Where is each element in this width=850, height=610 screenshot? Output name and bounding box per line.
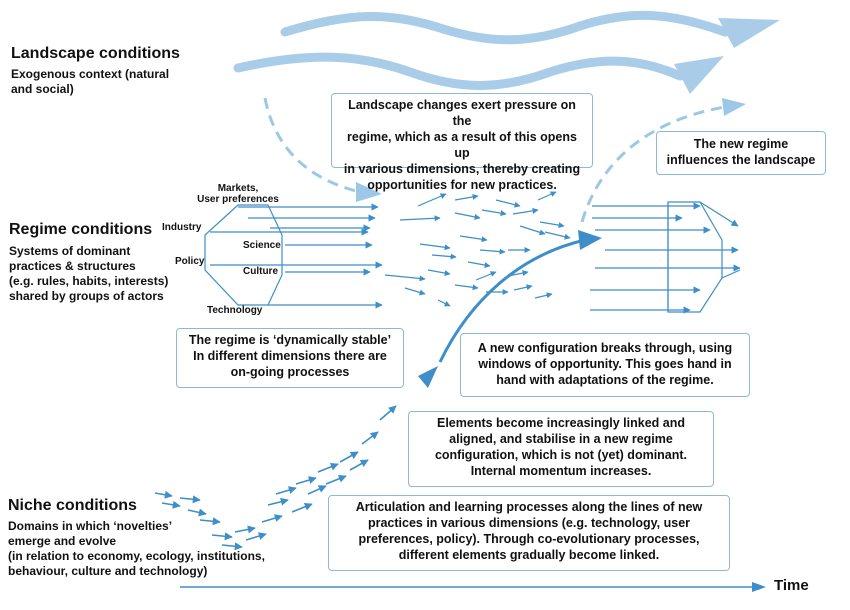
regime-desc-line: Systems of dominant	[9, 244, 131, 258]
dimension-science-label: Science	[243, 240, 281, 251]
callout-articulation: Articulation and learning processes alon…	[328, 495, 730, 571]
regime-description: Systems of dominant practices & structur…	[9, 244, 168, 304]
landscape-wave-upper	[280, 10, 730, 45]
callout-line: influences the landscape	[666, 153, 816, 167]
old-regime-hexagon	[204, 204, 283, 306]
callout-line: aligned, and stabilise in a new regime	[449, 432, 673, 446]
niche-title: Niche conditions	[8, 497, 137, 514]
dimension-markets-line: User preferences	[197, 194, 279, 205]
dimension-policy-label: Policy	[175, 256, 205, 267]
regime-title: Regime conditions	[9, 221, 153, 238]
regime-dynamics-arrows	[384, 191, 571, 307]
niche-desc-line: emerge and evolve	[8, 534, 117, 548]
dimension-technology-label: Technology	[207, 305, 263, 316]
callout-dynamically-stable: The regime is ‘dynamically stable’ In di…	[176, 328, 404, 388]
callout-line: In different dimensions there are	[193, 349, 387, 363]
callout-line: practices in various dimensions (e.g. te…	[367, 516, 691, 530]
callout-line: in various dimensions, thereby creating	[343, 162, 581, 176]
pressure-arrow	[263, 97, 382, 202]
regime-desc-line: (e.g. rules, habits, interests)	[9, 274, 169, 288]
callout-line: opportunities for new practices.	[367, 178, 557, 192]
callout-line: Elements become increasingly linked and	[436, 416, 685, 430]
regime-desc-line: practices & structures	[9, 259, 136, 273]
dimension-culture-label: Culture	[243, 266, 278, 277]
callout-line: Articulation and learning processes alon…	[355, 500, 703, 514]
callout-breakthrough: A new configuration breaks through, usin…	[460, 333, 750, 397]
landscape-wave-lower-arrowhead	[674, 56, 724, 94]
callout-line: windows of opportunity. This goes hand i…	[478, 357, 732, 371]
callout-line: different elements gradually become link…	[398, 548, 660, 562]
new-regime-influence-arrow	[580, 98, 746, 223]
landscape-description: Exogenous context (natural and social)	[11, 67, 169, 97]
niche-desc-line: Domains in which ‘novelties’	[8, 519, 173, 533]
callout-line: The new regime	[693, 137, 789, 151]
dimension-markets-label: Markets, User preferences	[188, 183, 288, 205]
old-regime-structure	[204, 203, 383, 309]
callout-line: A new configuration breaks through, usin…	[477, 341, 733, 355]
new-regime-structure	[590, 201, 741, 314]
niche-desc-line: behaviour, culture and technology)	[8, 564, 208, 578]
time-axis-label: Time	[774, 577, 809, 594]
callout-line: regime, which as a result of this opens …	[347, 130, 577, 160]
dimension-markets-line: Markets,	[217, 183, 259, 194]
landscape-desc-line: and social)	[11, 82, 74, 96]
callout-line: Landscape changes exert pressure on the	[348, 98, 576, 128]
regime-desc-line: shared by groups of actors	[9, 289, 164, 303]
landscape-wave-lower	[233, 52, 685, 90]
callout-line: preferences, policy). Through co-evoluti…	[358, 532, 700, 546]
callout-linked-aligned: Elements become increasingly linked and …	[408, 411, 714, 487]
time-axis	[180, 582, 766, 592]
niche-breakthrough-arrow	[418, 230, 602, 388]
callout-line: configuration, which is not (yet) domina…	[434, 448, 688, 462]
callout-new-regime: The new regime influences the landscape	[656, 131, 826, 175]
callout-landscape-pressure: Landscape changes exert pressure on the …	[331, 93, 593, 192]
callout-line: on-going processes	[230, 365, 350, 379]
niche-desc-line: (in relation to economy, ecology, instit…	[8, 549, 265, 563]
landscape-desc-line: Exogenous context (natural	[11, 67, 170, 81]
callout-line: Internal momentum increases.	[470, 464, 652, 478]
niche-trajectory-arrows	[154, 405, 397, 551]
dimension-industry-label: Industry	[162, 222, 202, 233]
niche-description: Domains in which ‘novelties’ emerge and …	[8, 519, 265, 579]
callout-line: The regime is ‘dynamically stable’	[188, 333, 392, 347]
landscape-wave-upper-arrowhead	[718, 18, 780, 48]
callout-line: hand with adaptations of the regime.	[496, 373, 714, 387]
landscape-waves	[233, 10, 780, 94]
landscape-title: Landscape conditions	[11, 45, 180, 62]
